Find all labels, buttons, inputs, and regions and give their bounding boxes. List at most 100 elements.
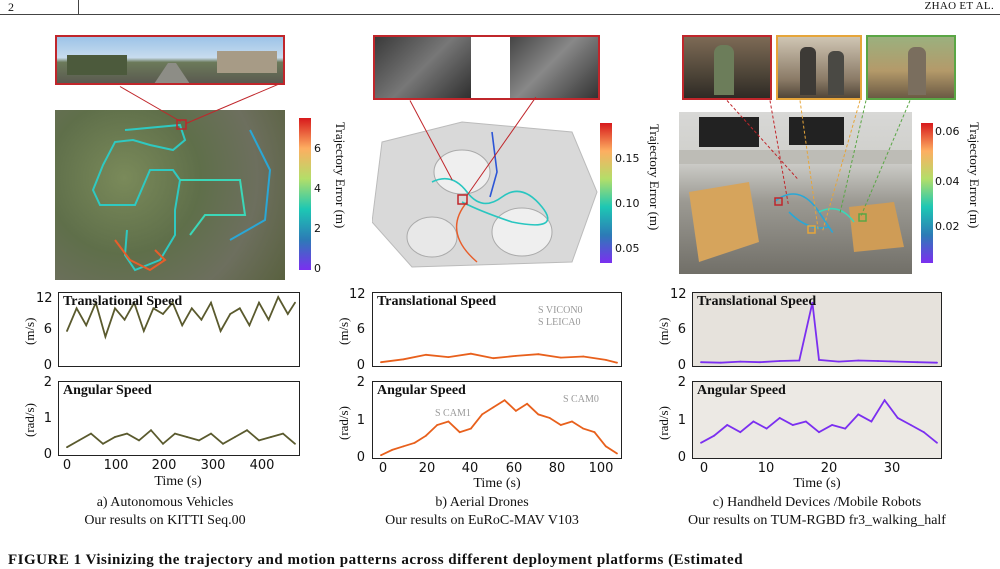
header-divider <box>78 0 79 15</box>
running-author: ZHAO ET AL. <box>924 0 994 12</box>
speed-point <box>818 431 820 434</box>
ylabel-a-ang: (rad/s) <box>22 403 37 437</box>
xtick: 400 <box>249 458 275 473</box>
euroc-3d-scene <box>372 112 604 274</box>
ytick: 1 <box>677 413 686 428</box>
ytick: 6 <box>43 322 52 337</box>
speed-point <box>294 301 296 304</box>
speed-point <box>402 445 405 448</box>
xtick: 0 <box>699 461 709 476</box>
colorbar-c-label: Trajectory Error (m) <box>967 122 982 229</box>
speed-point <box>150 429 152 432</box>
speed-point <box>844 427 847 430</box>
drone-camera-thumbnail <box>373 35 600 100</box>
speed-point <box>200 318 203 321</box>
ytick: 12 <box>670 287 687 302</box>
xtick: 0 <box>378 461 388 476</box>
ytick: 1 <box>356 413 365 428</box>
xtick: 20 <box>820 461 838 476</box>
speed-point <box>66 446 68 449</box>
colorbar-b <box>600 123 612 263</box>
colorbar-c-tick: 0.04 <box>935 175 960 188</box>
plot-a-trans-title: Translational Speed <box>63 294 183 309</box>
ytick: 2 <box>677 375 686 390</box>
speed-point <box>198 439 200 442</box>
speed-point <box>90 432 92 435</box>
xlabel-b: Time (s) <box>473 476 521 491</box>
ylabel-c-ang: (rad/s) <box>656 406 671 440</box>
speed-point <box>604 445 607 448</box>
plot-a-trans: Translational Speed <box>58 292 300 367</box>
ylabel-c-trans: (m/s) <box>656 317 671 345</box>
speed-point <box>492 357 495 360</box>
plot-b-ang-title: Angular Speed <box>377 383 466 398</box>
speed-series-line <box>700 302 938 364</box>
overlay-label: S VICON0 <box>538 305 583 316</box>
speed-point <box>481 413 483 416</box>
speed-point <box>123 318 126 321</box>
speed-point <box>791 424 794 426</box>
speed-point <box>896 417 899 419</box>
plot-a-ang-title: Angular Speed <box>63 383 152 398</box>
speed-point <box>537 413 540 416</box>
tum-trajectory <box>679 117 912 262</box>
xtick: 200 <box>151 458 177 473</box>
speed-point <box>936 441 938 444</box>
speed-point <box>270 436 272 438</box>
speed-point <box>294 442 296 445</box>
speed-point <box>181 324 184 327</box>
speed-point <box>616 452 618 455</box>
speed-point <box>805 420 807 423</box>
caption-c-line2: Our results on TUM-RGBD fr3_walking_half <box>688 513 946 528</box>
speed-point <box>798 359 801 362</box>
plot-a-ang-svg <box>66 428 296 449</box>
ytick: 0 <box>356 450 365 465</box>
xlabel-a: Time (s) <box>154 474 202 489</box>
speed-point <box>811 301 814 304</box>
xtick: 100 <box>103 458 129 473</box>
speed-point <box>458 431 461 434</box>
plot-b-trans-svg <box>380 352 618 364</box>
speed-point <box>222 442 224 445</box>
ytick: 0 <box>356 358 365 373</box>
ytick: 0 <box>43 447 52 462</box>
speed-point <box>515 410 517 412</box>
speed-point <box>447 356 450 358</box>
speed-point <box>102 442 104 445</box>
speed-point <box>126 432 128 435</box>
speed-point <box>582 355 585 358</box>
speed-point <box>258 301 260 304</box>
xtick: 300 <box>200 458 226 473</box>
speed-point <box>238 307 241 310</box>
speed-point <box>936 361 938 364</box>
ytick: 2 <box>356 375 365 390</box>
caption-a-line2: Our results on KITTI Seq.00 <box>84 513 246 528</box>
colorbar-a-tick: 6 <box>314 142 321 155</box>
ytick: 0 <box>677 358 686 373</box>
caption-b-line1: b) Aerial Drones <box>435 495 529 510</box>
speed-point <box>425 434 427 437</box>
speed-point <box>752 420 755 423</box>
speed-point <box>571 420 573 423</box>
speed-point <box>210 301 212 304</box>
plot-b-trans-title: Translational Speed <box>377 294 497 309</box>
speed-point <box>436 424 439 426</box>
speed-point <box>492 406 495 409</box>
speed-point <box>700 441 702 444</box>
colorbar-b-tick: 0.05 <box>615 242 640 255</box>
overlay-label: S CAM1 <box>435 408 471 419</box>
euroc-trajectory <box>372 121 598 268</box>
speed-point <box>66 330 68 332</box>
speed-point <box>726 424 729 426</box>
speed-point <box>85 324 88 327</box>
speed-point <box>559 424 562 426</box>
plot-a-trans-svg <box>66 294 296 340</box>
speed-point <box>537 353 540 356</box>
ytick: 12 <box>36 291 53 306</box>
speed-point <box>548 417 551 419</box>
caption-c-line1: c) Handheld Devices /Mobile Robots <box>712 495 922 510</box>
caption-b: b) Aerial Drones Our results on EuRoC-MA… <box>385 494 579 530</box>
speed-point <box>909 424 912 426</box>
colorbar-c <box>921 123 933 263</box>
ylabel-b-trans: (m/s) <box>336 317 351 345</box>
